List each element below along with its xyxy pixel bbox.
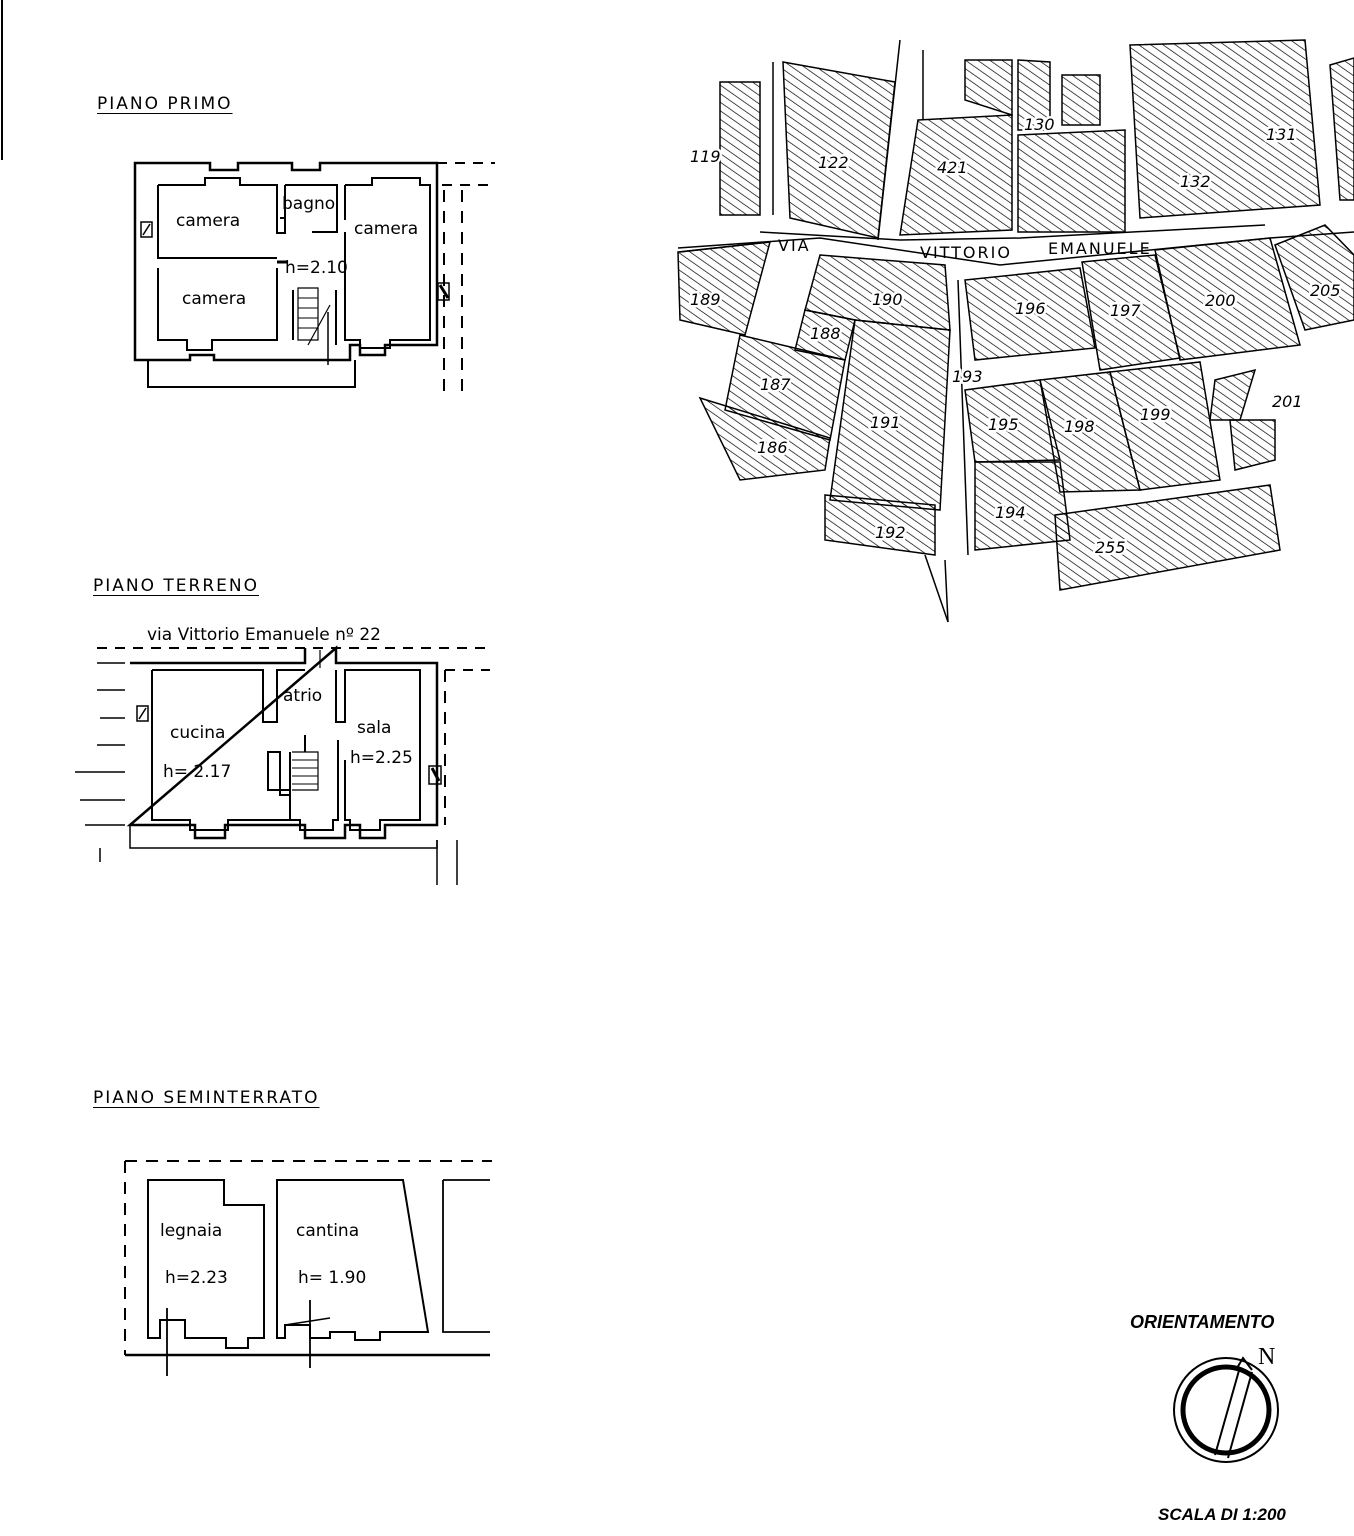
parcel-195: 195 xyxy=(988,415,1019,434)
parcel-200: 200 xyxy=(1205,291,1236,310)
parcel-197: 197 xyxy=(1110,301,1141,320)
parcel-193: 193 xyxy=(952,367,983,386)
first-floor-plan xyxy=(133,161,495,398)
parcel-199: 199 xyxy=(1140,405,1171,424)
scale-label: SCALA DI 1:200 xyxy=(1158,1505,1286,1524)
parcel-198: 198 xyxy=(1064,417,1095,436)
parcel-189: 189 xyxy=(690,290,721,309)
parcel-192: 192 xyxy=(875,523,906,542)
parcel-201: 201 xyxy=(1272,392,1303,411)
basement-floor-title: PIANO SEMINTERRATO xyxy=(93,1088,320,1108)
parcel-119: 119 xyxy=(690,147,721,166)
orientation-title: ORIENTAMENTO xyxy=(1130,1312,1275,1332)
ground-floor-plan xyxy=(75,645,490,885)
ground-height-cucina: h= 2.17 xyxy=(163,762,231,782)
basement-room-legnaia: legnaia xyxy=(160,1221,222,1241)
parcel-188: 188 xyxy=(810,324,841,343)
map-street-vittorio: VITTORIO xyxy=(920,243,1012,262)
parcel-205: 205 xyxy=(1310,281,1341,300)
cadastral-map xyxy=(677,39,1354,623)
first-room-camera-1: camera xyxy=(176,211,240,231)
ground-floor-title: PIANO TERRENO xyxy=(93,576,259,596)
first-height-label: h=2.10 xyxy=(285,258,348,278)
map-labels: VIA VITTORIO EMANUELE 119 122 421 130 13… xyxy=(688,113,1344,560)
parcel-122: 122 xyxy=(818,153,849,172)
first-floor-title: PIANO PRIMO xyxy=(97,94,233,114)
parcel-191: 191 xyxy=(870,413,901,432)
ground-street-label: via Vittorio Emanuele nº 22 xyxy=(147,625,381,645)
parcel-196: 196 xyxy=(1015,299,1046,318)
parcel-421: 421 xyxy=(937,158,968,177)
basement-floor-plan xyxy=(124,1160,492,1376)
parcel-187: 187 xyxy=(760,375,791,394)
north-arrow-icon xyxy=(1173,1356,1279,1463)
north-label: N xyxy=(1258,1344,1275,1370)
basement-height-legnaia: h=2.23 xyxy=(165,1268,228,1288)
ground-room-sala: sala xyxy=(357,718,391,738)
first-room-bagno: bagno xyxy=(282,194,335,214)
basement-height-cantina: h= 1.90 xyxy=(298,1268,366,1288)
parcel-255: 255 xyxy=(1095,538,1126,557)
parcel-130: 130 xyxy=(1024,115,1055,134)
ground-room-atrio: atrio xyxy=(283,686,322,706)
parcel-131: 131 xyxy=(1266,125,1297,144)
first-room-camera-3: camera xyxy=(182,289,246,309)
map-street-emanuele: EMANUELE xyxy=(1048,239,1152,258)
parcel-190: 190 xyxy=(872,290,903,309)
parcel-186: 186 xyxy=(757,438,788,457)
parcel-194: 194 xyxy=(995,503,1026,522)
parcel-132: 132 xyxy=(1180,172,1211,191)
ground-room-cucina: cucina xyxy=(170,723,225,743)
first-room-camera-2: camera xyxy=(354,219,418,239)
basement-room-cantina: cantina xyxy=(296,1221,359,1241)
ground-height-sala: h=2.25 xyxy=(350,748,413,768)
map-street-via: VIA xyxy=(778,236,811,255)
